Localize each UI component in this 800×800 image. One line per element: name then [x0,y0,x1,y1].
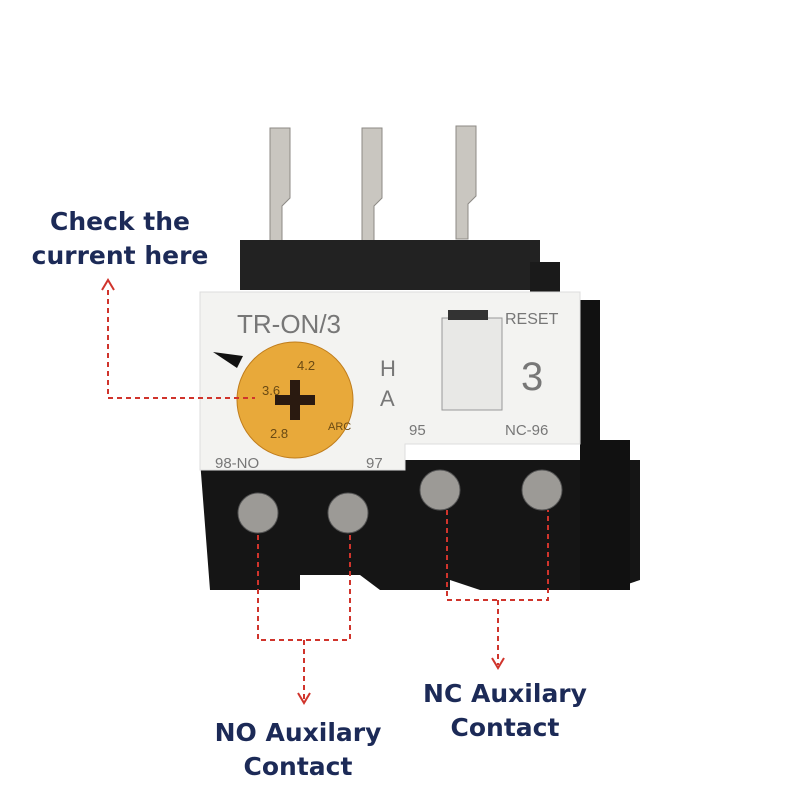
mode-a: A [380,386,395,411]
mode-h: H [380,356,396,381]
terminal-left-end: 97 [366,455,383,472]
dial-mark: ARC [328,421,351,433]
terminal-right: NC-96 [505,422,548,439]
arrow-down-icon [297,692,311,705]
dial-pointer [213,352,243,368]
power-pins [269,125,477,242]
dial-screw [275,380,315,420]
reset-button[interactable] [441,317,503,411]
dial-value: 4.2 [297,358,315,373]
annotation-line: NO Auxilary [214,718,382,747]
annotation-line: current here [31,241,209,270]
terminal-left: 98-NO [215,455,259,472]
dial-value: 2.8 [270,426,288,441]
annotation-lines [107,290,549,700]
current-annotation: Check the current here [32,205,209,273]
dial-value: 3.6 [262,383,280,398]
no-contact-annotation: NO Auxilary Contact [215,716,382,784]
reset-number: 3 [521,355,543,399]
top-housing [240,240,540,290]
arrow-down-icon [491,657,505,670]
annotation-line: Contact [243,752,353,781]
model-text: TR-ON/3 [237,309,341,339]
annotation-line: Check the [50,207,190,236]
nc-contact-annotation: NC Auxilary Contact [423,677,587,745]
terminal-right-start: 95 [409,422,426,439]
terminal-screws [237,469,563,534]
annotation-line: Contact [450,713,560,742]
arrow-up-icon [101,278,115,291]
reset-text: RESET [505,311,559,328]
annotation-line: NC Auxilary [423,679,587,708]
